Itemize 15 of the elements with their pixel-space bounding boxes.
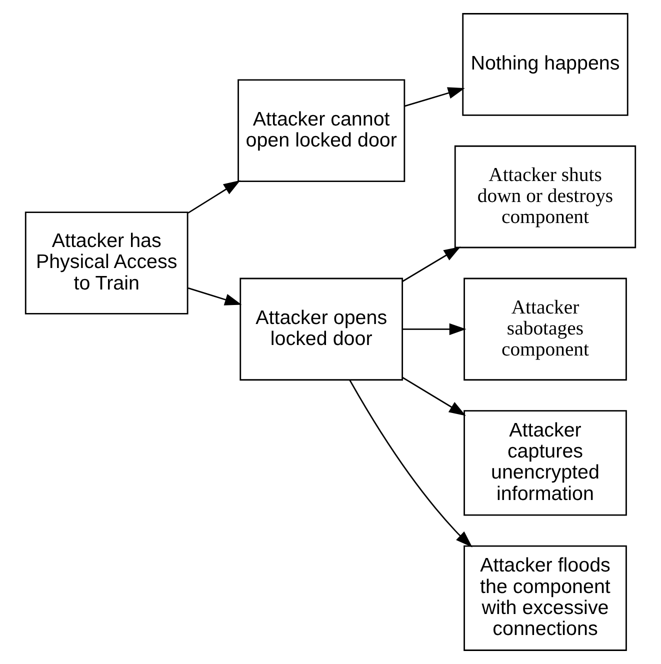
node-box: Attacker sabotages component bbox=[464, 278, 627, 381]
node-box: Attacker captures unencrypted information bbox=[464, 410, 627, 516]
arrow bbox=[402, 323, 466, 336]
arrow bbox=[188, 287, 242, 306]
arrow bbox=[349, 380, 472, 548]
node-box: Attacker has Physical Access to Train bbox=[24, 212, 188, 314]
arrow bbox=[402, 246, 461, 282]
node-box: Nothing happens bbox=[462, 13, 628, 116]
node-box: Attacker shuts down or destroys component bbox=[454, 145, 636, 248]
arrow bbox=[404, 87, 465, 107]
arrow bbox=[188, 180, 240, 214]
node-box: Attacker floods the component with excessive connections bbox=[464, 545, 627, 651]
arrow bbox=[402, 376, 466, 416]
node-box: Attacker opens locked door bbox=[240, 278, 404, 381]
node-box: Attacker cannot open locked door bbox=[238, 79, 406, 182]
